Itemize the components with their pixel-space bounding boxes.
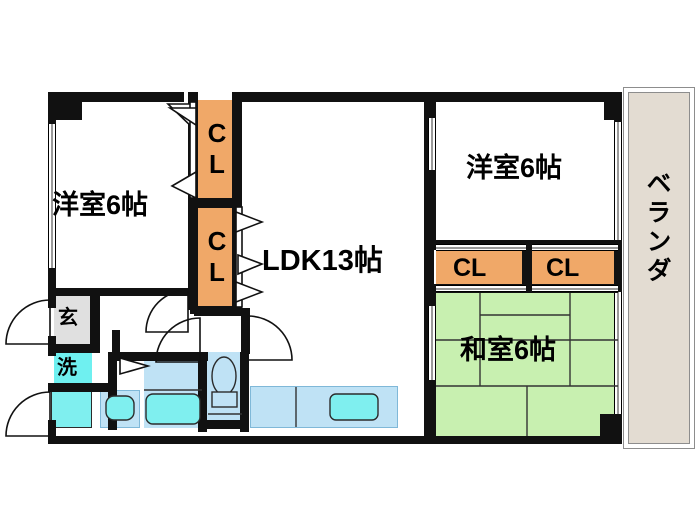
basin-box: [100, 390, 140, 428]
sliding-door-tatami-top-b[interactable]: [532, 285, 618, 292]
closet-right-outer: [530, 248, 618, 288]
wall-right-bedroom-left-b: [428, 170, 436, 242]
sliding-door-right-cl-outer[interactable]: [532, 244, 618, 251]
washer-label: 洗: [57, 357, 77, 379]
bathroom-area: [144, 352, 202, 428]
ldk-label: LDK13帖: [262, 245, 383, 277]
wall-toilet-right: [240, 352, 249, 432]
genkan-area: [54, 296, 92, 344]
wall-cl-column-right: [232, 92, 242, 206]
wall-top-ldk: [236, 92, 432, 102]
wall-tatami-left-a: [428, 290, 436, 306]
window-tatami-left: [428, 306, 436, 380]
wall-corridor-stub: [194, 308, 250, 316]
closet-right-inner-label: CL: [453, 254, 487, 282]
window-right-tatami: [614, 292, 622, 414]
genkan-label: 玄: [58, 307, 78, 329]
kitchen-counter: [250, 386, 398, 428]
wall-left-outer-bottom: [48, 420, 56, 444]
wall-top-left: [48, 92, 184, 102]
wall-ldk-entry-post: [241, 308, 250, 354]
western-room-right-label: 洋室6帖: [466, 153, 563, 183]
veranda-area: [628, 92, 690, 444]
window-left-upper: [48, 124, 56, 268]
closet-right-outer-label: CL: [546, 254, 580, 282]
window-right-bedroom-inner: [428, 118, 436, 170]
wall-wash-bottom: [48, 383, 100, 392]
washer-label-area: [54, 352, 92, 386]
wall-top-right: [432, 92, 622, 102]
wall-bath-right: [198, 352, 207, 432]
veranda-label: ベランダ: [643, 170, 671, 286]
japanese-room-label: 和室6帖: [460, 335, 557, 365]
wall-left-outer-upper: [48, 112, 56, 124]
wall-bath-left: [108, 352, 117, 430]
wall-tatami-left-b: [428, 380, 436, 440]
wall-tatami-notch: [600, 414, 618, 440]
wall-toilet-bottom: [206, 420, 244, 429]
wall-cl-column-right-lower: [232, 204, 242, 314]
closet-left-lower-label: CL: [202, 226, 232, 288]
closet-left-lower: [196, 208, 236, 310]
wall-hall-lower-left: [92, 383, 110, 392]
western-room-left-label: 洋室6帖: [52, 190, 149, 220]
wall-genkan-bottom: [48, 344, 100, 353]
closet-left-upper-label: CL: [202, 118, 232, 180]
wall-hall-top: [48, 288, 194, 296]
wall-right-outer-a: [614, 96, 622, 122]
wall-genkan-right: [90, 288, 100, 350]
veranda-outline: [623, 87, 695, 449]
western-room-right-area: [432, 96, 618, 244]
sliding-door-tatami-top-a[interactable]: [436, 285, 526, 292]
wall-bath-top: [108, 352, 208, 361]
wall-right-outer-b: [614, 240, 622, 292]
wall-corridor-top: [112, 330, 120, 354]
wall-right-bedroom-left: [428, 96, 436, 118]
wall-cl-divider: [190, 198, 240, 208]
closet-left-upper: [196, 100, 236, 202]
washer-pan: [51, 388, 92, 428]
wall-right-cl-divider: [522, 244, 532, 290]
wall-bottom: [48, 436, 622, 444]
sliding-door-right-cl-inner[interactable]: [436, 244, 526, 251]
ldk-area: [240, 96, 430, 436]
window-right-bedroom: [614, 122, 622, 240]
wall-right-outer-c: [614, 414, 622, 440]
closet-right-inner: [436, 248, 526, 288]
toilet-room-area: [206, 352, 244, 424]
